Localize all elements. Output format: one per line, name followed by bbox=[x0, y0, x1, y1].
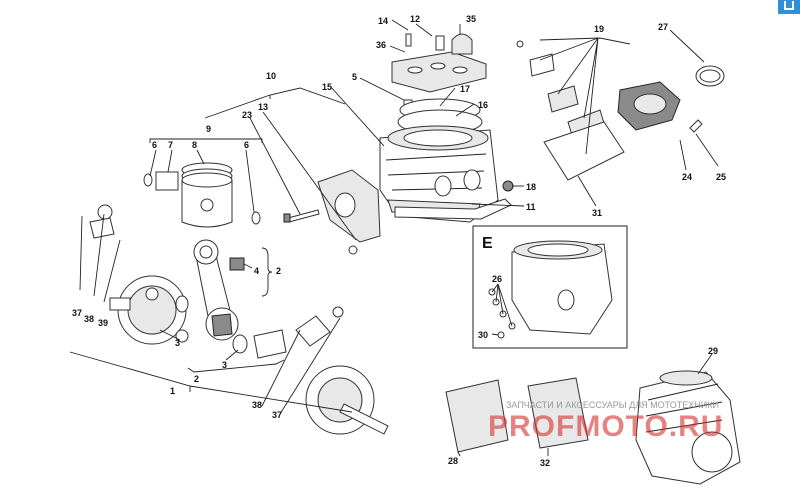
callout-6b: 6 bbox=[244, 140, 249, 150]
callout-11: 11 bbox=[526, 202, 536, 212]
callout-1: 1 bbox=[170, 386, 175, 396]
callout-30: 30 bbox=[478, 330, 488, 340]
watermark-logo: PROFMOTO.RU bbox=[488, 410, 723, 443]
callout-3b: 3 bbox=[222, 360, 227, 370]
cylinder-head-part bbox=[391, 33, 487, 109]
callout-38b: 38 bbox=[252, 400, 262, 410]
callout-9: 9 bbox=[206, 124, 211, 134]
cylinder-part bbox=[379, 125, 514, 223]
complete-engine-part bbox=[635, 370, 741, 485]
piston-part bbox=[143, 162, 261, 228]
tab-icon bbox=[784, 1, 794, 10]
callout-14: 14 bbox=[378, 16, 388, 26]
connecting-rod-part bbox=[193, 239, 245, 341]
watermark: ЗАПЧАСТИ И АКСЕССУАРЫ ДЛЯ МОТОТЕХНИКИ PR… bbox=[488, 400, 723, 443]
crank-pin-part bbox=[232, 329, 287, 359]
callout-13: 13 bbox=[258, 102, 268, 112]
callout-36: 36 bbox=[376, 40, 386, 50]
callout-39: 39 bbox=[98, 318, 108, 328]
callout-38a: 38 bbox=[84, 314, 94, 324]
callout-8: 8 bbox=[192, 140, 197, 150]
callout-3a: 3 bbox=[175, 338, 180, 348]
base-gasket-part bbox=[394, 198, 512, 220]
crankshaft-left-part bbox=[89, 204, 189, 345]
inset-label-e: E bbox=[482, 235, 493, 252]
callout-10: 10 bbox=[266, 71, 276, 81]
intake-cover-part bbox=[317, 169, 381, 255]
leader-lines bbox=[69, 19, 719, 457]
bolt-part bbox=[283, 209, 320, 223]
callout-16: 16 bbox=[478, 100, 488, 110]
callout-26: 26 bbox=[492, 274, 502, 284]
callout-6a: 6 bbox=[152, 140, 157, 150]
callout-2b: 2 bbox=[194, 374, 199, 384]
callout-29: 29 bbox=[708, 346, 718, 356]
callout-17: 17 bbox=[460, 84, 470, 94]
callout-19: 19 bbox=[594, 24, 604, 34]
callout-labels: 14 12 35 36 5 10 17 15 16 13 23 9 6 7 8 … bbox=[72, 14, 726, 468]
callout-12: 12 bbox=[410, 14, 420, 24]
intake-manifold-part bbox=[617, 81, 703, 133]
callout-31: 31 bbox=[592, 208, 602, 218]
callout-2a: 2 bbox=[276, 266, 281, 276]
reed-valve-part bbox=[516, 40, 625, 181]
callout-27: 27 bbox=[658, 22, 668, 32]
callout-24: 24 bbox=[682, 172, 692, 182]
gasket-kit-bag-part bbox=[445, 377, 589, 453]
callout-7: 7 bbox=[168, 140, 173, 150]
callout-37b: 37 bbox=[272, 410, 282, 420]
callout-15: 15 bbox=[322, 82, 332, 92]
watermark-tagline: ЗАПЧАСТИ И АКСЕССУАРЫ ДЛЯ МОТОТЕХНИКИ bbox=[506, 400, 719, 410]
callout-28: 28 bbox=[448, 456, 458, 466]
callout-23: 23 bbox=[242, 110, 252, 120]
callout-37a: 37 bbox=[72, 308, 82, 318]
hose-clamp-part bbox=[695, 65, 725, 87]
callout-25: 25 bbox=[716, 172, 726, 182]
crankshaft-right-part bbox=[295, 306, 389, 435]
corner-tab[interactable] bbox=[778, 0, 800, 14]
callout-18: 18 bbox=[526, 182, 536, 192]
callout-4: 4 bbox=[254, 266, 259, 276]
callout-32: 32 bbox=[540, 458, 550, 468]
callout-35: 35 bbox=[466, 14, 476, 24]
callout-5: 5 bbox=[352, 72, 357, 82]
